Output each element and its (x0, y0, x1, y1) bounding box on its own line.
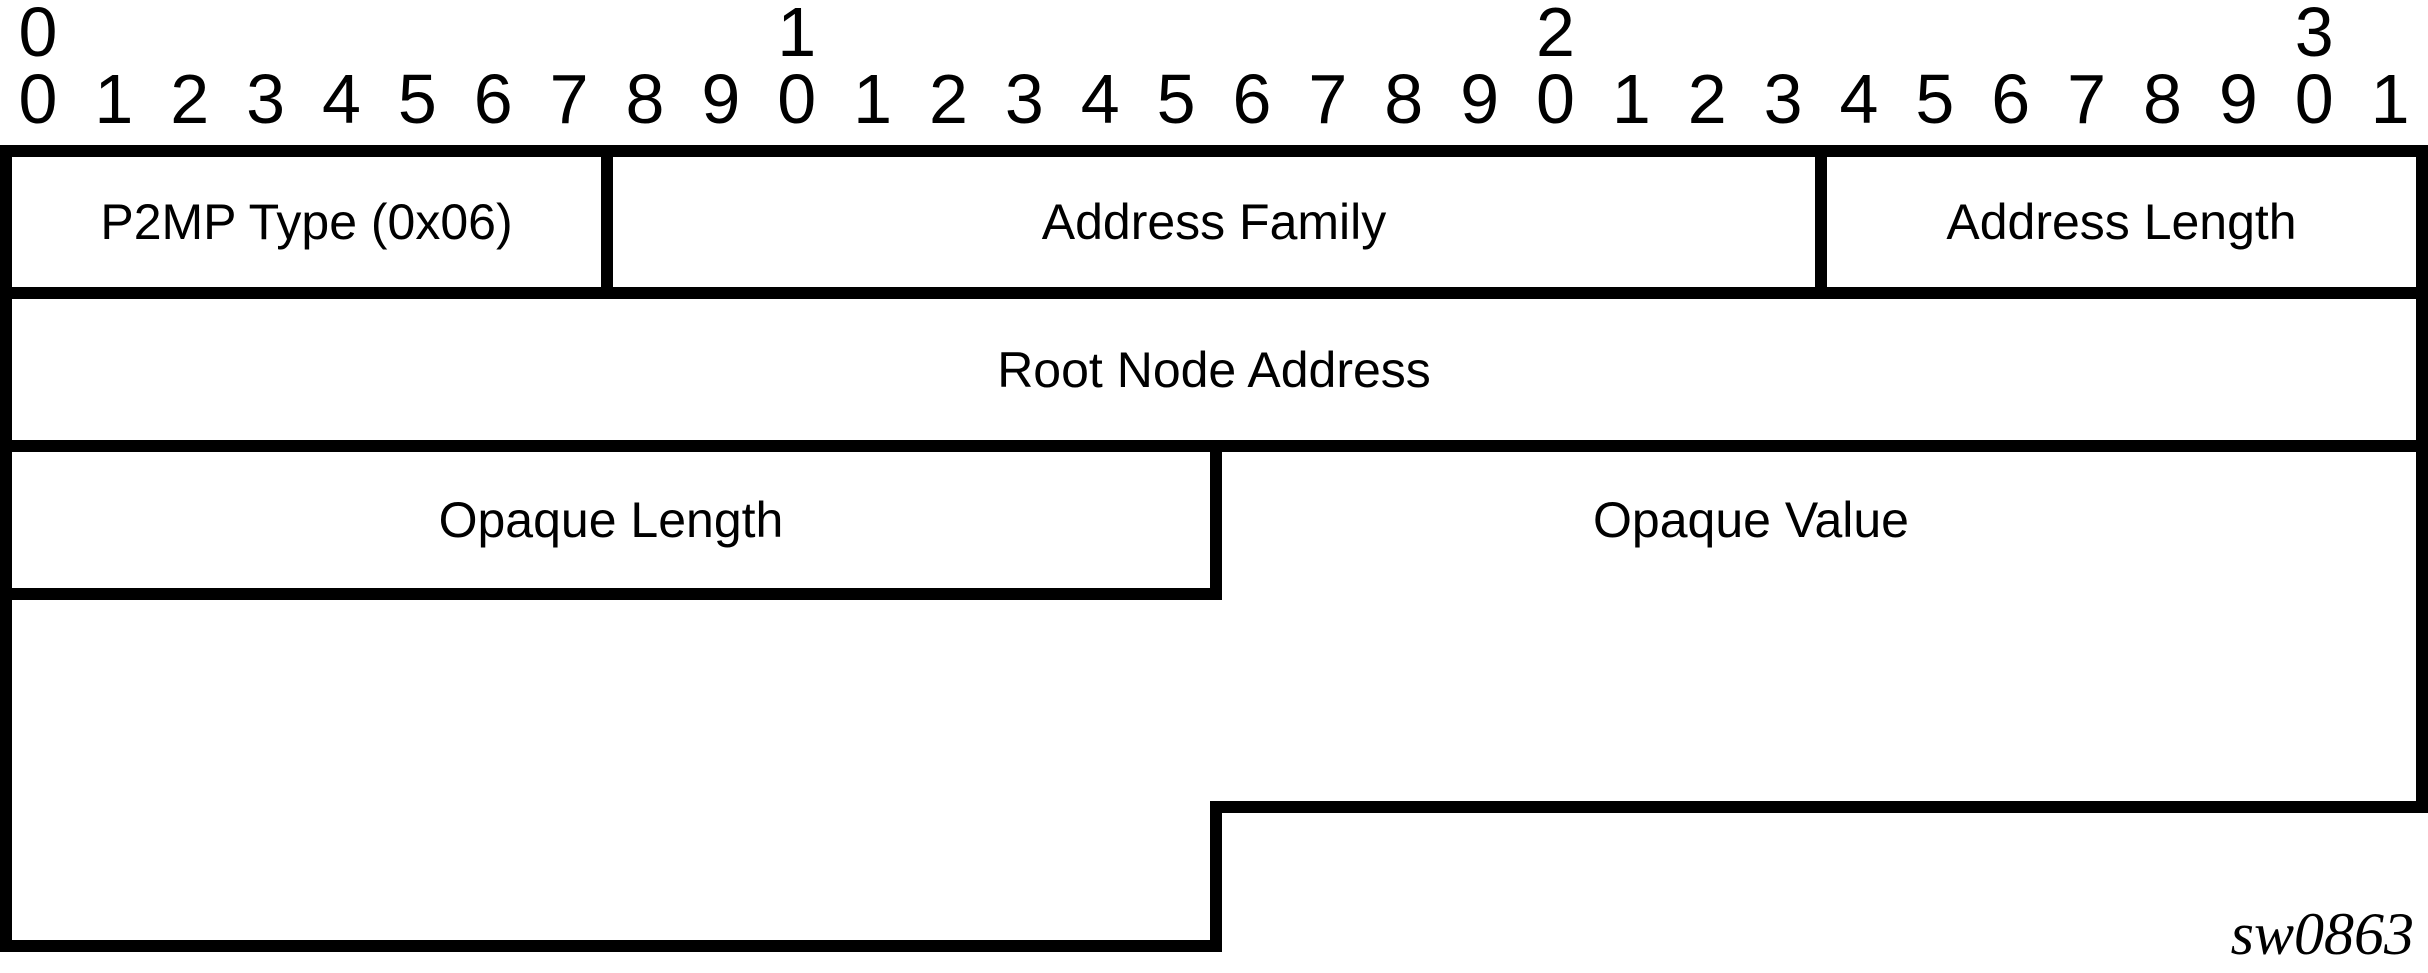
bit-digit: 0 (777, 60, 817, 138)
border-bottom-left (0, 940, 1222, 952)
bit-digit: 1 (1611, 60, 1651, 138)
figure-id: sw0863 (2230, 901, 2414, 967)
field-address-family-label: Address Family (1041, 194, 1387, 250)
border-row1-bottom (0, 287, 2428, 299)
bit-digit: 5 (397, 60, 437, 138)
bit-group-label-0: 0 (18, 0, 58, 71)
field-root-node-address-label: Root Node Address (997, 341, 1431, 398)
bit-digit: 6 (1991, 60, 2031, 138)
bit-digit: 3 (1004, 60, 1044, 138)
field-address-family: Address Family (613, 157, 1815, 287)
field-p2mp-type: P2MP Type (0x06) (12, 157, 601, 287)
field-opaque-length: Opaque Length (12, 452, 1210, 588)
field-address-length-label: Address Length (1946, 194, 2297, 250)
bit-digit: 2 (928, 60, 968, 138)
bit-digit: 9 (701, 60, 741, 138)
field-opaque-length-label: Opaque Length (438, 492, 784, 548)
border-row1-top (0, 145, 2428, 157)
bit-digit: 7 (549, 60, 589, 138)
bit-digit: 5 (1156, 60, 1196, 138)
bit-group-label-30: 3 (2294, 0, 2334, 71)
border-outer-right (2416, 145, 2428, 813)
bit-digit: 0 (18, 60, 58, 138)
bit-digit: 8 (2142, 60, 2182, 138)
bit-digit: 4 (1080, 60, 1120, 138)
bit-digit: 8 (625, 60, 665, 138)
bit-digit: 2 (170, 60, 210, 138)
bit-digit: 7 (1308, 60, 1348, 138)
bit-digit: 4 (321, 60, 361, 138)
bit-digit: 3 (246, 60, 286, 138)
border-opaque-value-step (1210, 801, 2428, 813)
bit-digit: 6 (473, 60, 513, 138)
bit-digit: 6 (1232, 60, 1272, 138)
border-opaque-length-bottom (0, 588, 1222, 600)
bit-digit: 7 (2067, 60, 2107, 138)
field-opaque-value-label: Opaque Value (1593, 492, 1909, 548)
bit-digit: 1 (853, 60, 893, 138)
bit-digit: 1 (2370, 60, 2410, 138)
divider-family-length (1815, 145, 1827, 299)
field-root-node-address: Root Node Address (12, 299, 2416, 440)
bit-digit: 5 (1915, 60, 1955, 138)
bit-digit: 3 (1763, 60, 1803, 138)
bit-digit: 1 (94, 60, 134, 138)
field-p2mp-type-label: P2MP Type (0x06) (100, 194, 513, 250)
border-step-vertical (1210, 801, 1222, 952)
bit-digit: 4 (1839, 60, 1879, 138)
bit-digit: 0 (1535, 60, 1575, 138)
bit-group-label-20: 2 (1535, 0, 1575, 71)
divider-type-family (601, 145, 613, 299)
border-outer-left (0, 145, 12, 952)
divider-length-value (1210, 440, 1222, 600)
bit-digit: 2 (1687, 60, 1727, 138)
bit-group-label-10: 1 (777, 0, 817, 71)
field-address-length: Address Length (1827, 157, 2416, 287)
bit-digit: 0 (2294, 60, 2334, 138)
bit-digit: 9 (1460, 60, 1500, 138)
field-opaque-value: Opaque Value (1222, 452, 2416, 588)
bit-digit: 9 (2218, 60, 2258, 138)
bit-digit: 8 (1384, 60, 1424, 138)
